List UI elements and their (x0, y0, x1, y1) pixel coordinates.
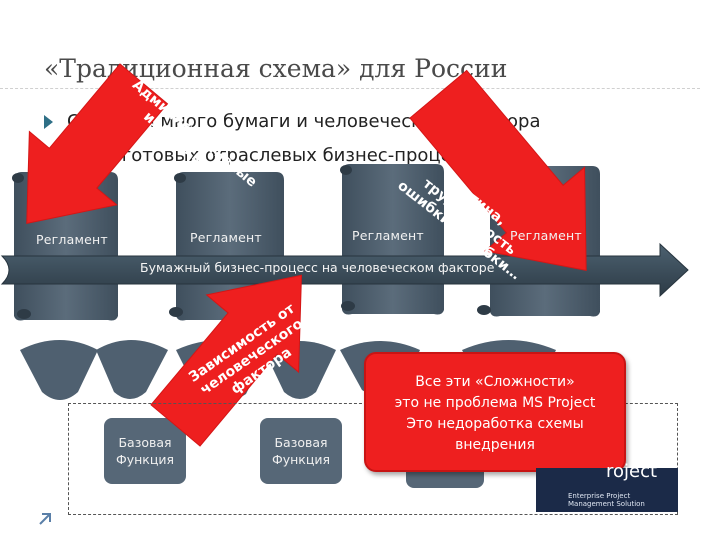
function-box-1 (104, 418, 186, 484)
slide-nav-icon[interactable] (38, 512, 52, 526)
red-arrow-routine (409, 69, 587, 272)
ms-project-logo (536, 468, 678, 512)
callout-box: Все эти «Сложности» это не проблема MS P… (364, 352, 626, 472)
bullet-marker-icon (44, 114, 53, 129)
callout-line: Это недоработка схемы (406, 416, 584, 432)
function-label: Базовая Функция (271, 435, 331, 467)
logo-subtitle: Enterprise Project Management Solution (568, 492, 645, 508)
banner-label: Бумажный бизнес-процесс на человеческом … (140, 260, 495, 275)
red-arrow-admin (26, 63, 169, 224)
bullet-text: Мало готовых отраслевых бизнес-процессов (67, 145, 494, 166)
logo-sub-line: Enterprise Project (568, 492, 631, 500)
scroll-label: Регламент (352, 228, 424, 243)
function-label: Базовая Функция (115, 435, 175, 467)
funnel-shape-1 (20, 340, 168, 400)
function-box-2 (260, 418, 342, 484)
scroll-label: Регламент (510, 228, 582, 243)
callout-line: внедрения (455, 437, 535, 453)
title-divider (0, 88, 700, 89)
logo-wordmark: roject (606, 461, 658, 482)
scroll-label: Регламент (190, 230, 262, 245)
callout-line: Все эти «Сложности» (415, 374, 575, 390)
logo-sub-line: Management Solution (568, 500, 645, 508)
scroll-label: Регламент (36, 232, 108, 247)
callout-line: это не проблема MS Project (394, 395, 596, 411)
